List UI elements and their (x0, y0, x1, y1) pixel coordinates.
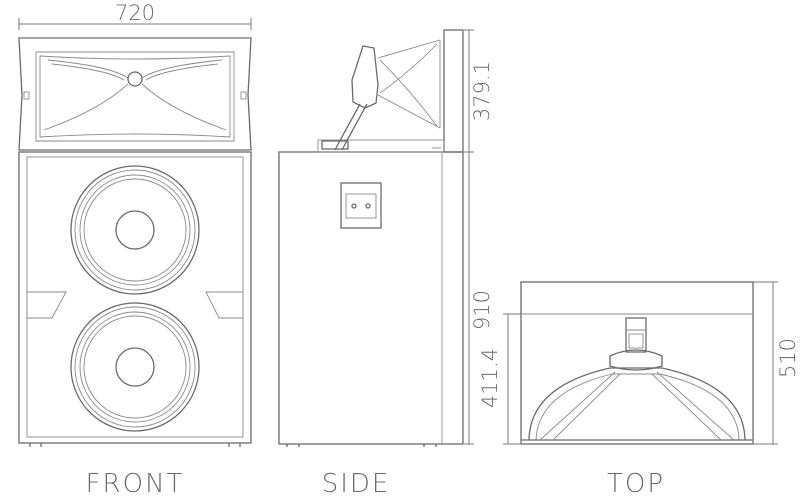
side-cabinet-height-label: 910 (470, 290, 494, 330)
side-horn-icon (334, 39, 441, 151)
side-view: 379.1 910 SIDE (278, 29, 494, 499)
front-view: 720 (18, 1, 252, 499)
top-inner-height-label: 411.4 (478, 348, 502, 408)
side-dimensions: 379.1 910 (464, 29, 494, 445)
side-top-height-label: 379.1 (470, 61, 494, 121)
top-dimensions: 510 411.4 (478, 281, 800, 445)
top-horn-icon (521, 317, 753, 441)
top-view: 510 411.4 TOP (478, 281, 800, 499)
side-view-label: SIDE (322, 469, 391, 499)
front-width-label: 720 (115, 1, 155, 25)
front-width-dimension: 720 (18, 1, 252, 30)
front-horn-box (18, 37, 252, 151)
horn-throat-icon (127, 71, 143, 87)
top-depth-label: 510 (776, 338, 800, 378)
upper-woofer-icon (70, 165, 200, 295)
side-cabinet (278, 151, 464, 445)
lower-woofer-icon (70, 302, 200, 432)
front-view-label: FRONT (86, 469, 185, 499)
front-cabinet (18, 151, 252, 447)
top-view-label: TOP (607, 469, 665, 499)
connector-plate-icon (340, 182, 382, 229)
